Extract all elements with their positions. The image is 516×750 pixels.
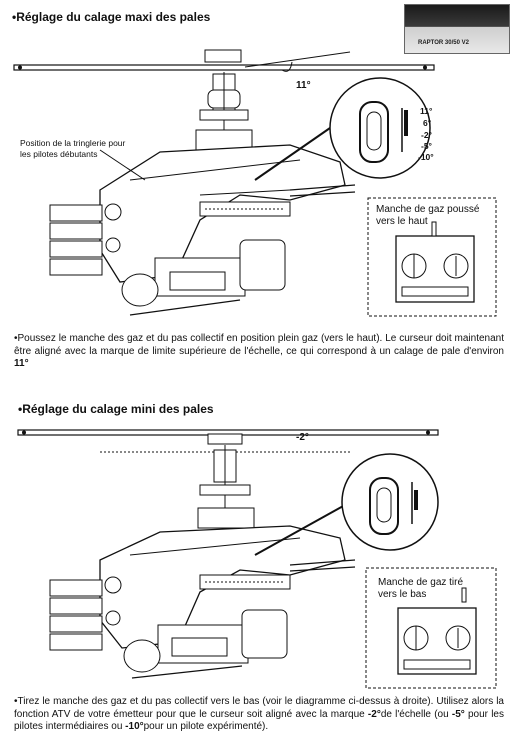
scale-label-minus10: -10° <box>418 152 434 162</box>
section-max-title: •Réglage du calage maxi des pales <box>12 10 211 24</box>
min-value-c: -10° <box>125 721 144 732</box>
linkage-note-line2: les pilotes débutants <box>20 149 98 159</box>
scale-label-11: 11° <box>420 106 433 116</box>
min-instruction-text: •Tirez le manche des gaz et du pas colle… <box>14 696 504 732</box>
stick-label-min-line1: Manche de gaz tiré <box>378 577 464 588</box>
helicopter-max-diagram-icon <box>13 49 497 317</box>
scale-label-minus5: -5° <box>421 141 432 151</box>
raptor-logo-icon <box>404 4 510 54</box>
angle-label: 11° <box>296 80 311 91</box>
max-instruction-text: •Poussez le manche des gaz et du pas col… <box>14 333 504 369</box>
helicopter-min-diagram-icon <box>17 429 497 689</box>
min-value-b: -5° <box>451 708 465 720</box>
min-value-a: -2° <box>367 708 381 720</box>
section-min-title: •Réglage du calage mini des pales <box>18 402 214 416</box>
logo-caption: RAPTOR 30/50 V2 <box>418 40 469 46</box>
linkage-note-line1: Position de la tringlerie pour <box>20 138 126 148</box>
scale-label-minus2: -2° <box>421 130 432 140</box>
scale-label-6: 6° <box>423 118 432 128</box>
angle-label-min: -2° <box>296 432 309 443</box>
stick-label-max-line1: Manche de gaz poussé <box>376 204 480 215</box>
max-value: 11° <box>14 358 29 369</box>
stick-label-max-line2: vers le haut <box>376 216 428 227</box>
stick-label-min-line2: vers le bas <box>378 589 427 600</box>
